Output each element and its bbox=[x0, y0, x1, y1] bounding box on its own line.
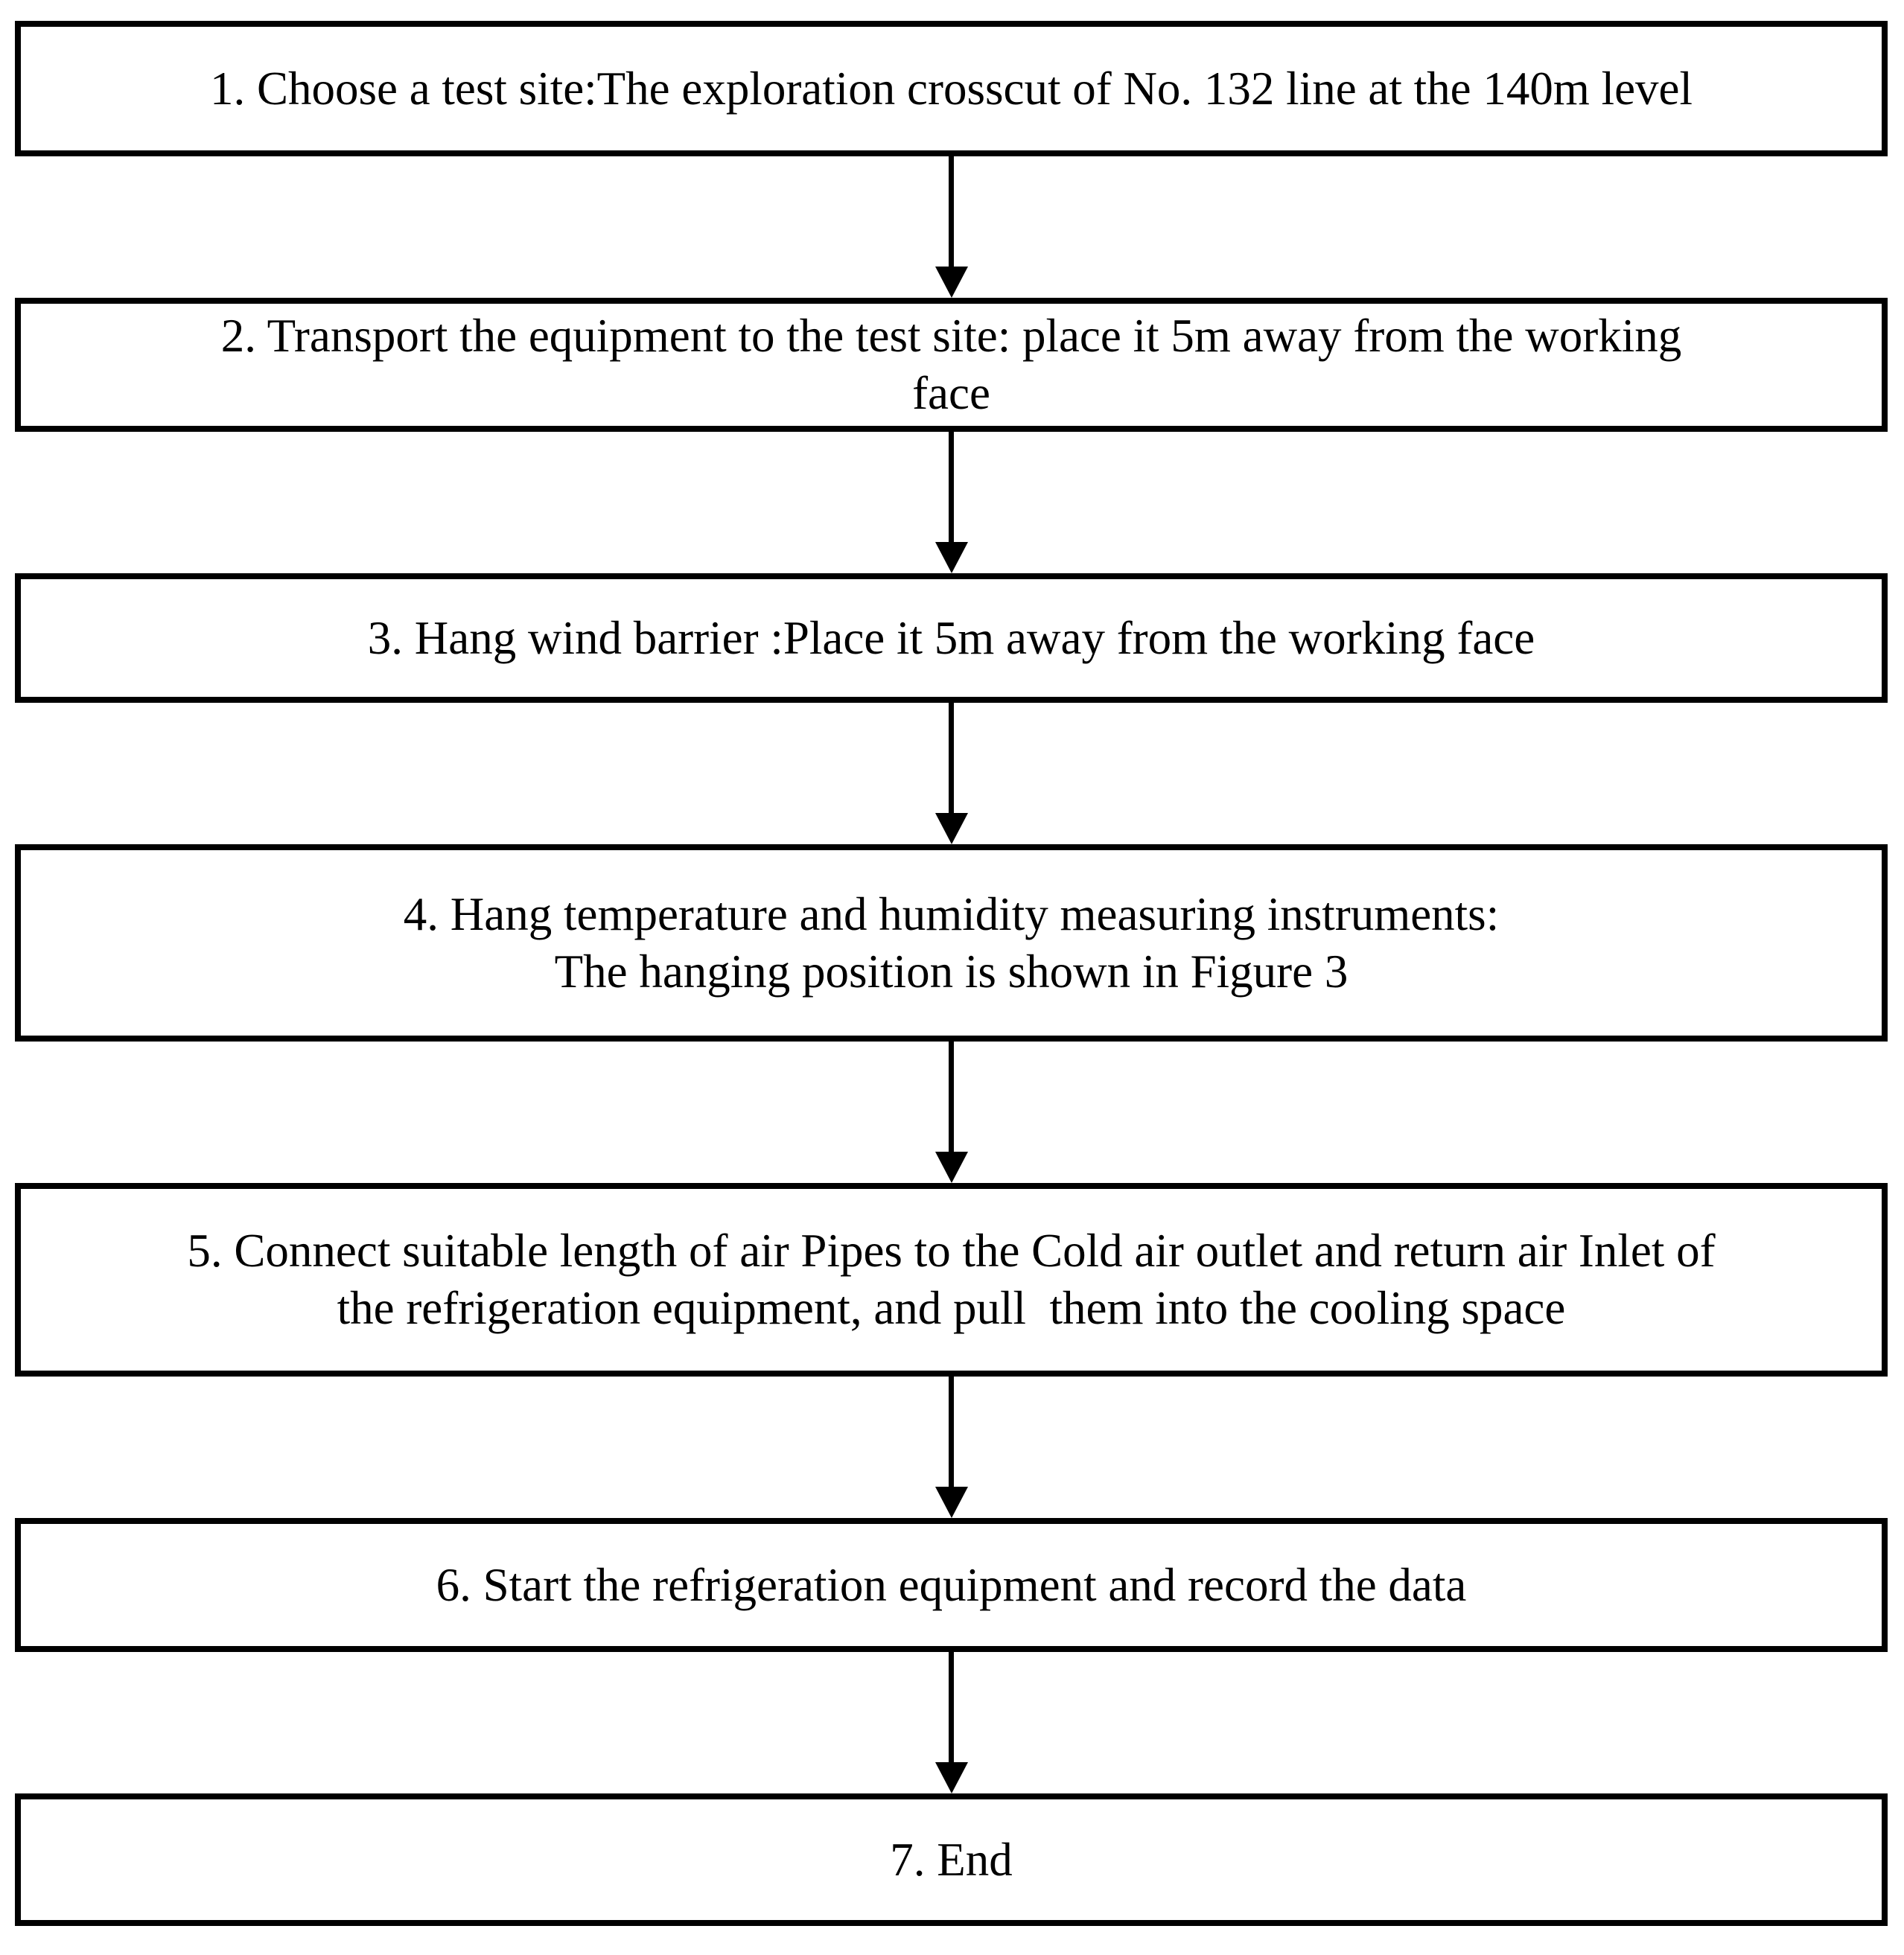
step-4-text-line-1: 4. Hang temperature and humidity measuri… bbox=[403, 887, 1500, 940]
arrow-stem bbox=[949, 703, 954, 814]
flow-step-2: 2. Transport the equipment to the test s… bbox=[15, 298, 1888, 432]
step-6-text: 6. Start the refrigeration equipment and… bbox=[436, 1558, 1467, 1611]
step-5-text-line-2: the refrigeration equipment, and pull th… bbox=[337, 1282, 1566, 1334]
arrow-head bbox=[935, 267, 968, 298]
arrow-down-icon bbox=[15, 1042, 1888, 1183]
arrow-stem bbox=[949, 1652, 954, 1763]
arrow-stem bbox=[949, 156, 954, 267]
step-4-text-line-2: The hanging position is shown in Figure … bbox=[554, 945, 1349, 998]
flow-step-4: 4. Hang temperature and humidity measuri… bbox=[15, 844, 1888, 1042]
arrow-head bbox=[935, 1487, 968, 1518]
step-5-text-line-1: 5. Connect suitable length of air Pipes … bbox=[187, 1225, 1716, 1277]
arrow-stem bbox=[949, 1377, 954, 1487]
flow-step-5: 5. Connect suitable length of air Pipes … bbox=[15, 1183, 1888, 1377]
arrow-head bbox=[935, 542, 968, 573]
arrow-stem bbox=[949, 1042, 954, 1152]
flowchart: 1. Choose a test site:The exploration cr… bbox=[15, 21, 1888, 1926]
flow-step-1: 1. Choose a test site:The exploration cr… bbox=[15, 21, 1888, 156]
flow-step-3: 3. Hang wind barrier :Place it 5m away f… bbox=[15, 573, 1888, 703]
step-2-text-line-1: 2. Transport the equipment to the test s… bbox=[220, 310, 1682, 362]
arrow-head bbox=[935, 1152, 968, 1183]
arrow-head bbox=[935, 1762, 968, 1793]
step-3-text: 3. Hang wind barrier :Place it 5m away f… bbox=[367, 611, 1535, 664]
step-2-text-line-2: face bbox=[912, 367, 990, 419]
step-7-text: 7. End bbox=[890, 1833, 1013, 1886]
arrow-stem bbox=[949, 432, 954, 543]
step-1-text: 1. Choose a test site:The exploration cr… bbox=[209, 62, 1693, 115]
flow-step-6: 6. Start the refrigeration equipment and… bbox=[15, 1518, 1888, 1652]
arrow-head bbox=[935, 813, 968, 844]
arrow-down-icon bbox=[15, 156, 1888, 298]
arrow-down-icon bbox=[15, 703, 1888, 844]
arrow-down-icon bbox=[15, 1377, 1888, 1518]
arrow-down-icon bbox=[15, 1652, 1888, 1793]
arrow-down-icon bbox=[15, 432, 1888, 573]
flow-step-7: 7. End bbox=[15, 1793, 1888, 1926]
